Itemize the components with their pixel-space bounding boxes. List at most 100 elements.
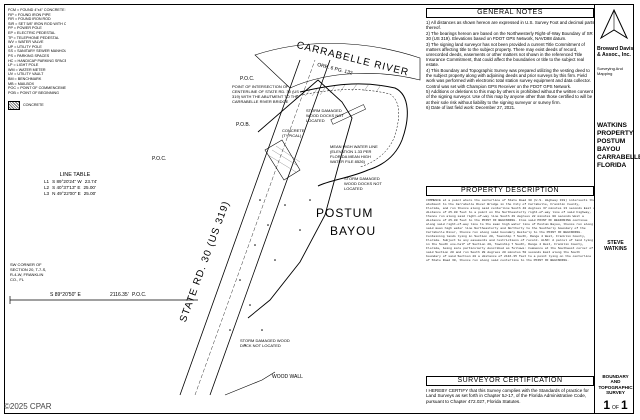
shore-hatch xyxy=(304,83,382,97)
legend-row: UP = UTILITY POLE xyxy=(8,44,42,49)
line-table-row: L1 S 89°20'24" W 23.74' xyxy=(44,179,106,185)
bayou-label-1: POSTUM xyxy=(316,206,374,220)
sheet-number: 1 OF 1 xyxy=(597,398,634,412)
mhw-note: MEAN HIGH WATER LINE (ELEVATION 1.33 PER… xyxy=(330,144,378,164)
road-centerline xyxy=(194,59,316,396)
line-id: L3 xyxy=(44,191,50,196)
legend-row: UV = UTILITY VAULT xyxy=(8,72,44,77)
note-item: 6) Date of last field work: December 27,… xyxy=(426,105,516,111)
legend-row: EP = ELECTRIC PEDESTAL xyxy=(8,30,56,35)
legend-row: HC = HANDICAP PARKING SPACE xyxy=(8,58,66,63)
tie-bearing: S 89°20'50" E xyxy=(50,292,81,298)
wood-wall-label: WOOD WALL xyxy=(272,374,303,380)
legend-row: FIR = FOUND IRON ROD xyxy=(8,17,51,22)
legend-row: BM = BENCHMARK xyxy=(8,76,42,81)
property-boundary xyxy=(247,79,353,319)
surveyor-certification-title: SURVEYOR CERTIFICATION xyxy=(426,376,594,386)
bridge-note: POINT OF INTERSECTION OF CENTERLINE OF S… xyxy=(232,84,299,104)
legend-row: PS = PARKING SPACES xyxy=(8,53,50,58)
firm-logo-icon xyxy=(599,8,629,40)
line-distance: 25.00' xyxy=(83,185,96,190)
line-id: L1 xyxy=(44,179,50,184)
line-table-row: L3 N 49°22'00" E 25.00' xyxy=(44,191,106,197)
legend-row: LP = LIGHT POLE xyxy=(8,63,39,68)
legend-row: SS = SANITARY SEWER MANHOLE xyxy=(8,49,66,54)
concrete-hatch xyxy=(267,145,301,173)
legend-row: POC = POINT OF COMMENCEMENT xyxy=(8,86,66,91)
poc-label: P.O.C. xyxy=(152,156,167,162)
client-line: WATKINS xyxy=(604,246,627,252)
concrete-typical-label: CONCRETE (TYPICAL) xyxy=(282,128,305,138)
line-bearing: S 40°37'13" E xyxy=(52,185,81,190)
project-line: WATKINS xyxy=(597,122,627,129)
property-description-title: PROPERTY DESCRIPTION xyxy=(426,186,594,196)
concrete-pad xyxy=(264,139,301,181)
dock-outline xyxy=(330,104,366,125)
title-block: Broward Davis & Assoc., Inc. Surveying A… xyxy=(594,4,640,414)
note-item: 2) The bearings hereon are based on the … xyxy=(426,30,593,41)
line-bearing: N 49°22'00" E xyxy=(52,191,81,196)
pob-label: P.O.B. xyxy=(236,122,251,128)
legend-row: FCM = FOUND 4"x4" CONCRETE MONUMENT xyxy=(8,8,66,12)
firm-subtitle: Surveying And Mapping xyxy=(597,66,623,76)
dock-note-2: STORM DAMAGED WOOD DOCKS NOT LOCATED xyxy=(344,176,382,191)
project-name: WATKINS PROPERTY POSTUM BAYOU CARRABELLE… xyxy=(597,122,640,170)
shoreline-offset xyxy=(295,89,399,168)
legend: FCM = FOUND 4"x4" CONCRETE MONUMENT FIP … xyxy=(8,8,66,111)
client-name: STEVE WATKINS xyxy=(597,240,634,252)
topo-points xyxy=(229,199,311,346)
watermark: ©2025 CPAR xyxy=(4,402,52,411)
line-table: LINE TABLE L1 S 89°20'24" W 23.74' L2 S … xyxy=(44,172,106,197)
sheet-border xyxy=(4,4,634,414)
dock-note-3: STORM DAMAGED WOOD DOCK NOT LOCATED xyxy=(240,338,290,348)
legend-row: WM = WATER METER xyxy=(8,67,46,72)
line-bearing: S 89°20'24" W xyxy=(52,179,82,184)
concrete-swatch xyxy=(8,101,20,111)
river-bank-upper xyxy=(254,43,421,89)
legend-row: WV = WATER VALVE xyxy=(8,40,44,45)
sheet-total: 1 xyxy=(620,398,628,412)
firm-name: Broward Davis & Assoc., Inc. xyxy=(597,46,634,58)
legend-row: TP = TELEPHONE PEDESTAL xyxy=(8,35,60,40)
project-line: CARRABELLE, xyxy=(597,154,640,161)
property-description-text: COMMENCE at a point where the centerline… xyxy=(426,198,595,262)
legend-row: POB = POINT OF BEGINNING xyxy=(8,90,60,95)
wood-wall-line xyxy=(224,371,276,396)
general-notes-title: GENERAL NOTES xyxy=(426,8,594,18)
project-line: FLORIDA xyxy=(597,162,627,169)
legend-row: SIR = SET 5/8" IRON ROD WITH CAP xyxy=(8,21,66,26)
section-corner-note: SW CORNER OF SECTION 20, T-7-S, R-4-W, F… xyxy=(10,262,47,282)
line-distance: 23.74' xyxy=(84,179,98,184)
line-distance: 25.00' xyxy=(83,191,97,196)
legend-row: MB = MAILBOX xyxy=(8,81,35,86)
sheet-title-line: SURVEY xyxy=(606,390,625,396)
tie-distance: 2116.35' xyxy=(110,292,129,298)
dock-note: STORM DAMAGED WOOD DOCKS NOT LOCATED xyxy=(306,108,344,123)
road-row-east xyxy=(209,59,331,396)
sheet-num: 1 xyxy=(603,398,611,412)
line-id: L2 xyxy=(44,185,50,190)
surveyor-certification-text: I HEREBY CERTIFY that this Survey compli… xyxy=(426,388,589,404)
legend-concrete-label: CONCRETE xyxy=(23,103,44,108)
client-line: STEVE xyxy=(607,240,624,246)
legend-row: PP = POWER POLE xyxy=(8,26,42,31)
legend-row: FIP = FOUND IRON PIPE xyxy=(8,12,51,17)
sheet-of: OF xyxy=(612,405,619,411)
mean-high-water-line xyxy=(299,83,408,187)
sheet-title: BOUNDARY AND TOPOGRAPHIC SURVEY xyxy=(597,374,634,396)
bayou-label-2: BAYOU xyxy=(330,224,377,238)
note-item: 1) All distances as shown hereon are exp… xyxy=(426,20,595,31)
sheet-title-line: BOUNDARY xyxy=(602,374,629,379)
line-table-title: LINE TABLE xyxy=(59,172,91,178)
legend-concrete: CONCRETE xyxy=(8,101,66,111)
note-item: 5) Additions or deletions to this map by… xyxy=(426,89,593,105)
note-item: 4) This Boundary and Topographic Survey … xyxy=(426,68,591,89)
road-row-west xyxy=(179,59,301,396)
poc-label: P.O.C. xyxy=(240,76,255,82)
project-line: PROPERTY xyxy=(597,130,634,137)
line-table-row: L2 S 40°37'13" E 25.00' xyxy=(44,185,106,191)
poc-label: P.O.C. xyxy=(132,292,147,298)
note-item: 3) The signing land surveyor has not bee… xyxy=(426,41,585,68)
